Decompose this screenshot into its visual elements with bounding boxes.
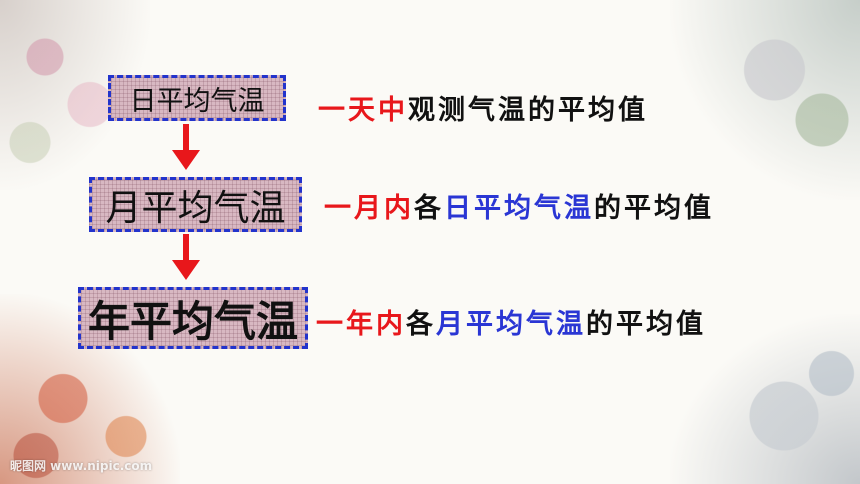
desc-yearly: 一年内各月平均气温的平均值 — [316, 302, 706, 341]
arrow-down-icon — [172, 234, 200, 280]
desc-monthly-part-2: 各 — [414, 193, 444, 224]
label-daily-average-temp: 日平均气温 — [108, 75, 286, 121]
decor-snow-bottom-right — [670, 314, 860, 484]
desc-yearly-part-2: 各 — [406, 309, 436, 340]
label-monthly-average-temp: 月平均气温 — [89, 177, 302, 232]
desc-monthly-part-1: 一月内 — [324, 193, 414, 224]
label-yearly-average-temp: 年平均气温 — [78, 287, 308, 349]
desc-monthly: 一月内各日平均气温的平均值 — [324, 186, 714, 225]
desc-daily-part-2: 观测气温的平均值 — [408, 95, 648, 126]
desc-yearly-part-1: 一年内 — [316, 309, 406, 340]
desc-monthly-part-3: 日平均气温 — [444, 193, 594, 224]
desc-daily-part-1: 一天中 — [318, 95, 408, 126]
desc-yearly-part-3: 月平均气温 — [436, 309, 586, 340]
arrow-down-icon — [172, 124, 200, 170]
desc-daily: 一天中观测气温的平均值 — [318, 88, 648, 127]
watermark: 昵图网 www.nipic.com — [10, 459, 153, 473]
desc-monthly-part-4: 的平均值 — [594, 193, 714, 224]
decor-pagoda-top-right — [670, 0, 860, 200]
desc-yearly-part-4: 的平均值 — [586, 309, 706, 340]
